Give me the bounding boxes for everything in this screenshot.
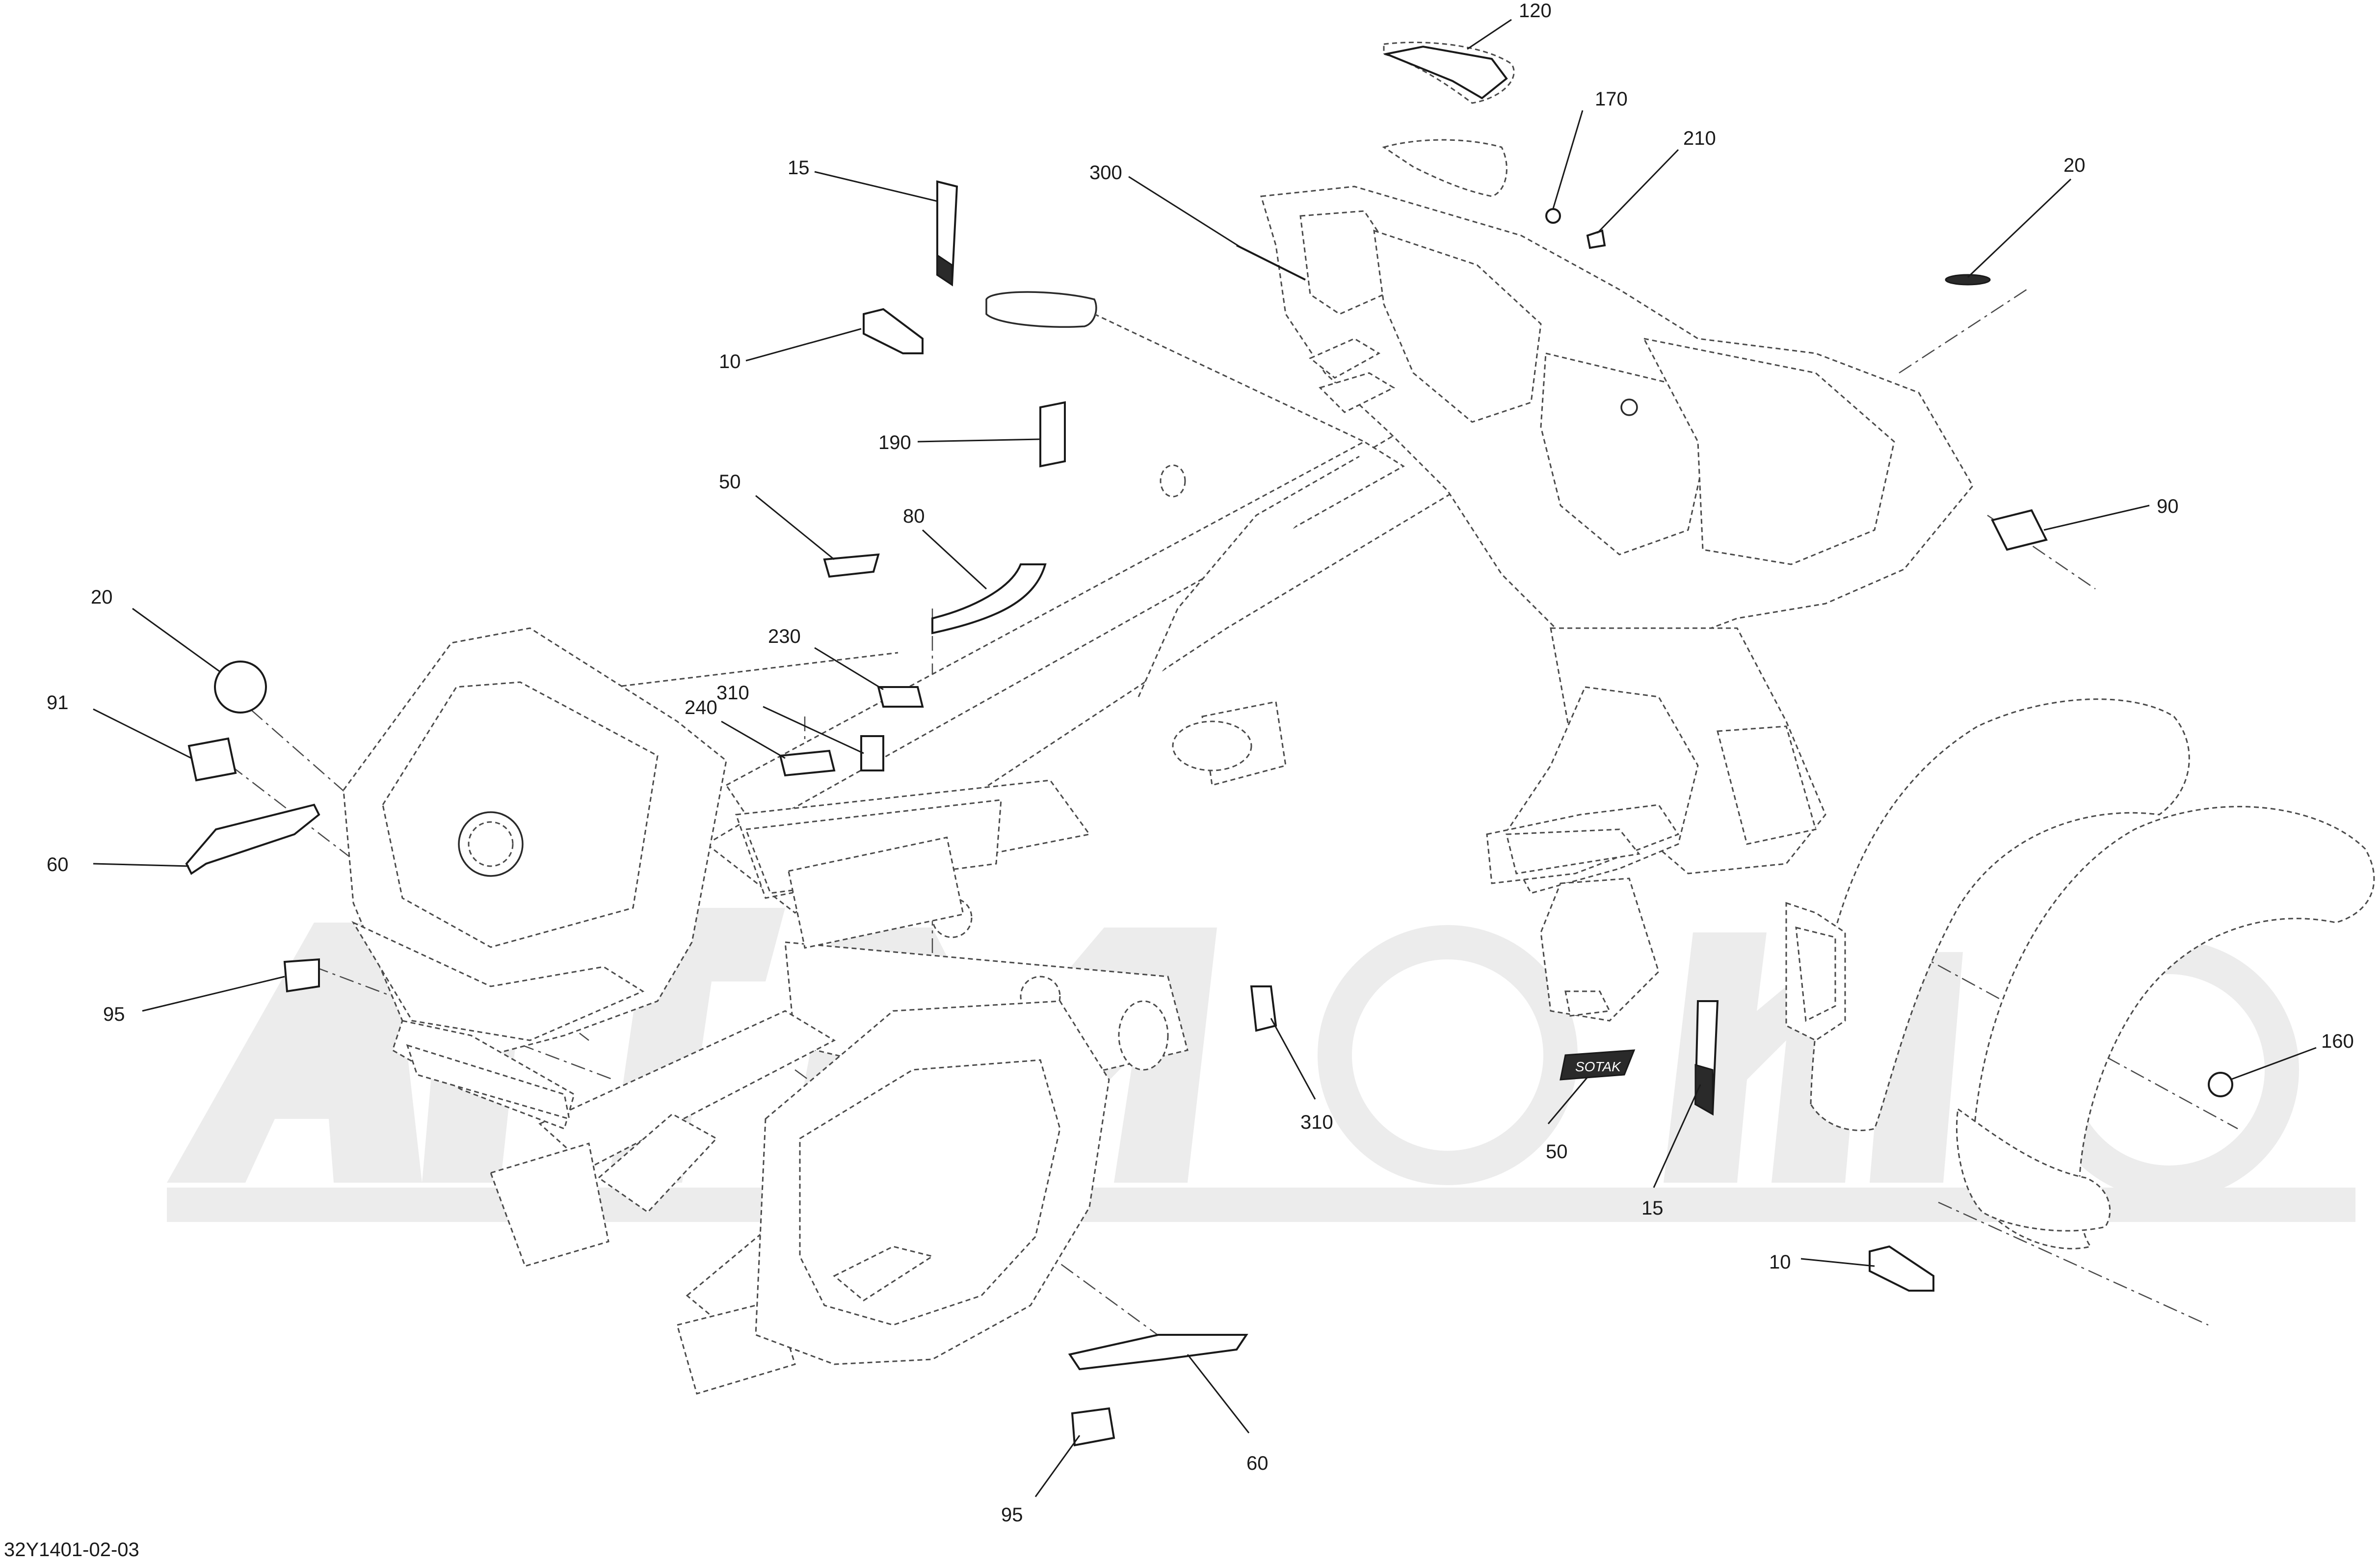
decal-300 [1236,244,1306,281]
decal-80 [931,563,1047,635]
decal-60-left [185,803,320,875]
decal-20-left [214,661,267,714]
rear-fender-outer [1956,806,2375,1249]
callout-60-left: 60 [47,854,69,875]
front-fairing [343,627,727,1130]
callout-210: 210 [1683,128,1716,149]
console-button [1620,398,1638,416]
decal-50-mid [1560,1049,1636,1081]
decal-10-bottom [1869,1245,1934,1292]
lower-fairing [597,1000,1110,1365]
decal-190 [1039,401,1066,468]
callout-230: 230 [768,626,801,647]
callout-160: 160 [2321,1031,2354,1052]
callout-60-bottom: 60 [1246,1453,1269,1474]
callout-310-mid: 310 [1300,1112,1333,1133]
callout-10-bottom: 10 [1769,1251,1791,1273]
decal-230 [877,686,924,708]
decal-210 [1586,229,1606,249]
callout-310-top: 310 [716,682,749,704]
drawing-code: 32Y1401-02-03 [4,1539,139,1561]
grip-handle [985,291,1097,328]
callout-240: 240 [685,697,717,718]
callout-90: 90 [2157,496,2179,517]
decal-10-top [863,308,924,354]
callout-15-top: 15 [788,157,810,179]
callout-120: 120 [1519,0,1552,22]
decal-50-mid-text: SOTAK [1575,1059,1621,1074]
decal-60-bottom [1068,1334,1248,1371]
callout-170: 170 [1595,88,1628,110]
watermark-wheel-left-icon [1318,925,1578,1185]
callout-300: 300 [1089,162,1122,184]
decal-95-bottom [1071,1407,1115,1447]
callout-91: 91 [47,692,69,714]
decals: SOTAK [185,45,2233,1447]
callouts: 120 170 210 20 300 15 10 190 50 80 90 20… [47,0,2354,1526]
decal-50-top [823,553,880,578]
decal-160 [2208,1072,2233,1097]
callout-95-bottom: 95 [1001,1504,1023,1526]
callout-20-top: 20 [2063,155,2086,176]
decal-90 [1991,509,2048,551]
decal-310-mid [1250,985,1277,1032]
rear-fender-inner [1785,698,2190,1131]
decal-20-top [1945,274,1991,286]
decal-95-left [283,958,320,993]
callout-190: 190 [878,432,911,453]
callout-10-top: 10 [719,351,741,372]
callout-95-left: 95 [103,1004,125,1025]
decal-91 [187,737,237,782]
dashboard-console [1260,186,1974,649]
callout-50-mid: 50 [1546,1141,1568,1163]
callout-50-top: 50 [719,471,741,493]
leader-lines [93,19,2317,1497]
callout-15-mid: 15 [1641,1197,1664,1219]
decal-120 [1383,45,1508,100]
decal-240 [779,749,836,777]
callout-80: 80 [903,505,925,527]
decal-170 [1545,208,1561,224]
callout-20-left: 20 [91,586,113,608]
decal-310-top [860,735,884,771]
